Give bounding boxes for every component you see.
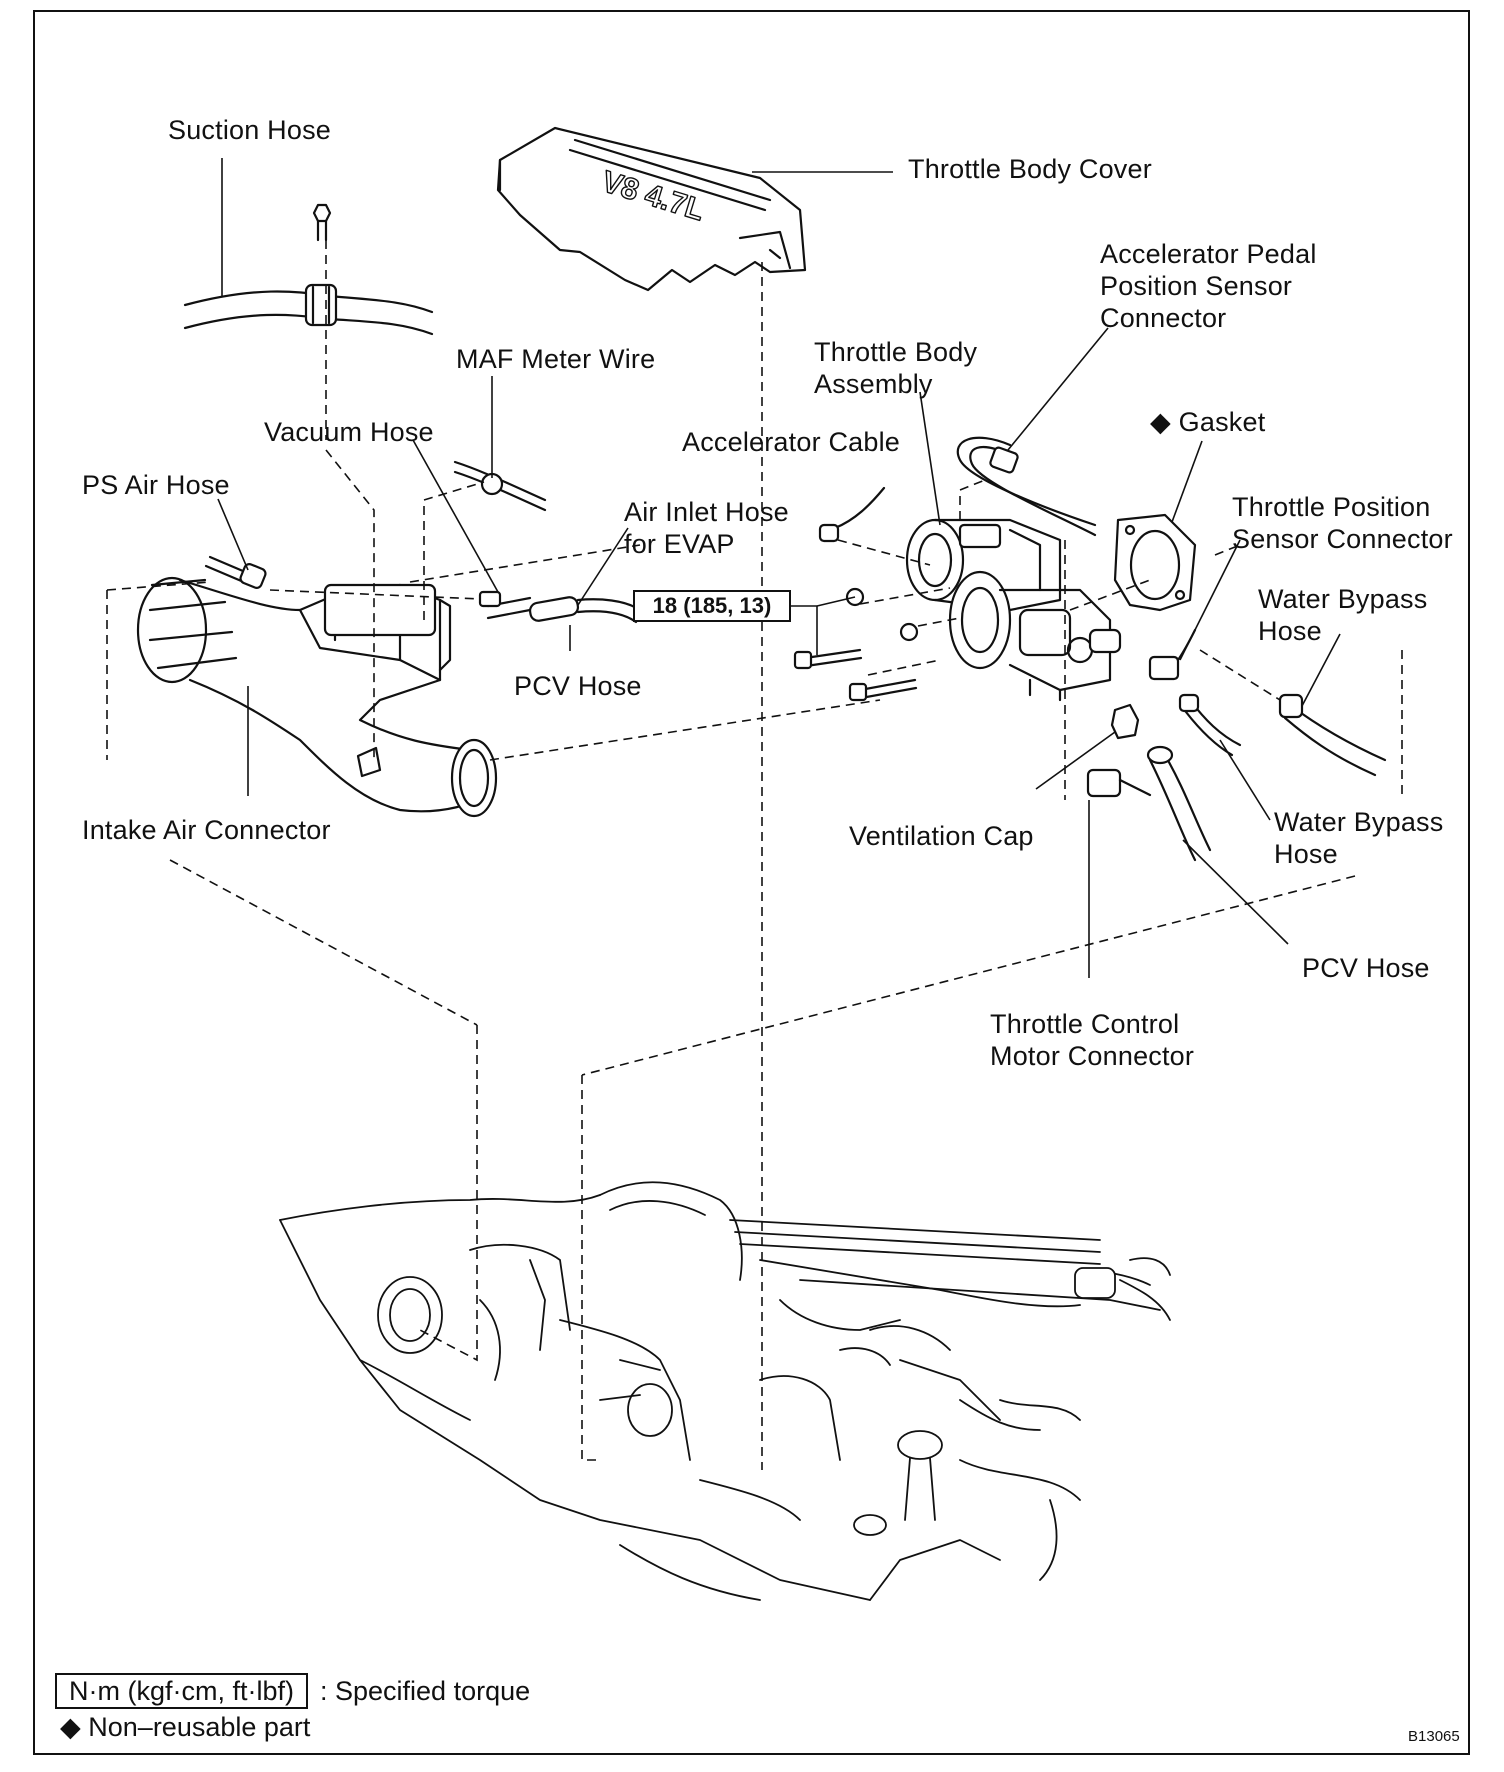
label-accelerator-cable: Accelerator Cable (682, 427, 901, 457)
ventilation-cap-part (1110, 703, 1140, 740)
water-bypass-hose-parts (1178, 693, 1387, 777)
maf-meter-wire-part (453, 460, 547, 512)
engine-block-drawing (279, 1181, 1171, 1601)
legend-torque-unit-box: N·m (kgf·cm, ft·lbf) (55, 1673, 308, 1709)
label-intake-air-connector: Intake Air Connector (82, 815, 331, 845)
intake-air-connector-part (136, 576, 498, 818)
legend-torque-text: : Specified torque (320, 1676, 531, 1706)
label-throttle-body-cover: Throttle Body Cover (908, 154, 1152, 184)
label-air-inlet-hose-for-evap: Air Inlet Hose for EVAP (624, 497, 789, 559)
label-ventilation-cap: Ventilation Cap (849, 821, 1034, 851)
label-pcv-hose-right: PCV Hose (1302, 953, 1430, 983)
label-gasket: ◆ Gasket (1150, 407, 1266, 437)
label-water-bypass-hose-upper: Water Bypass Hose (1258, 584, 1428, 646)
label-accelerator-pedal-position-sensor-connector: Accelerator Pedal Position Sensor Connec… (1100, 239, 1317, 333)
assembly-dashed-lines (106, 240, 1403, 1470)
throttle-body-assembly-part (905, 518, 1122, 702)
label-maf-meter-wire: MAF Meter Wire (456, 344, 656, 374)
label-water-bypass-hose-lower: Water Bypass Hose (1274, 807, 1444, 869)
suction-hose-part (183, 203, 434, 336)
label-throttle-body-assembly: Throttle Body Assembly (814, 337, 978, 399)
accel-pedal-sensor-wire (956, 436, 1097, 537)
gasket-part (1113, 513, 1197, 612)
leader-lines (217, 158, 1341, 978)
bolts-and-nuts (793, 587, 919, 702)
figure-code: B13065 (1408, 1728, 1460, 1745)
label-vacuum-hose: Vacuum Hose (264, 417, 434, 447)
throttle-control-motor-connector-part (1086, 745, 1212, 862)
throttle-position-sensor-connector-part (1148, 628, 1197, 681)
air-inlet-and-pcv-hoses (478, 590, 642, 624)
label-pcv-hose-left: PCV Hose (514, 671, 642, 701)
label-ps-air-hose: PS Air Hose (82, 470, 230, 500)
label-throttle-position-sensor-connector: Throttle Position Sensor Connector (1232, 492, 1453, 554)
label-suction-hose: Suction Hose (168, 115, 331, 145)
torque-spec-box: 18 (185, 13) (633, 590, 791, 622)
accelerator-cable-part (818, 486, 886, 543)
label-throttle-control-motor-connector: Throttle Control Motor Connector (990, 1009, 1195, 1071)
diagram-frame (33, 10, 1470, 1755)
legend-non-reusable: ◆ Non–reusable part (60, 1712, 311, 1742)
ps-air-hose-part (204, 555, 267, 589)
throttle-body-cover-part: V8 4.7L (496, 126, 807, 292)
